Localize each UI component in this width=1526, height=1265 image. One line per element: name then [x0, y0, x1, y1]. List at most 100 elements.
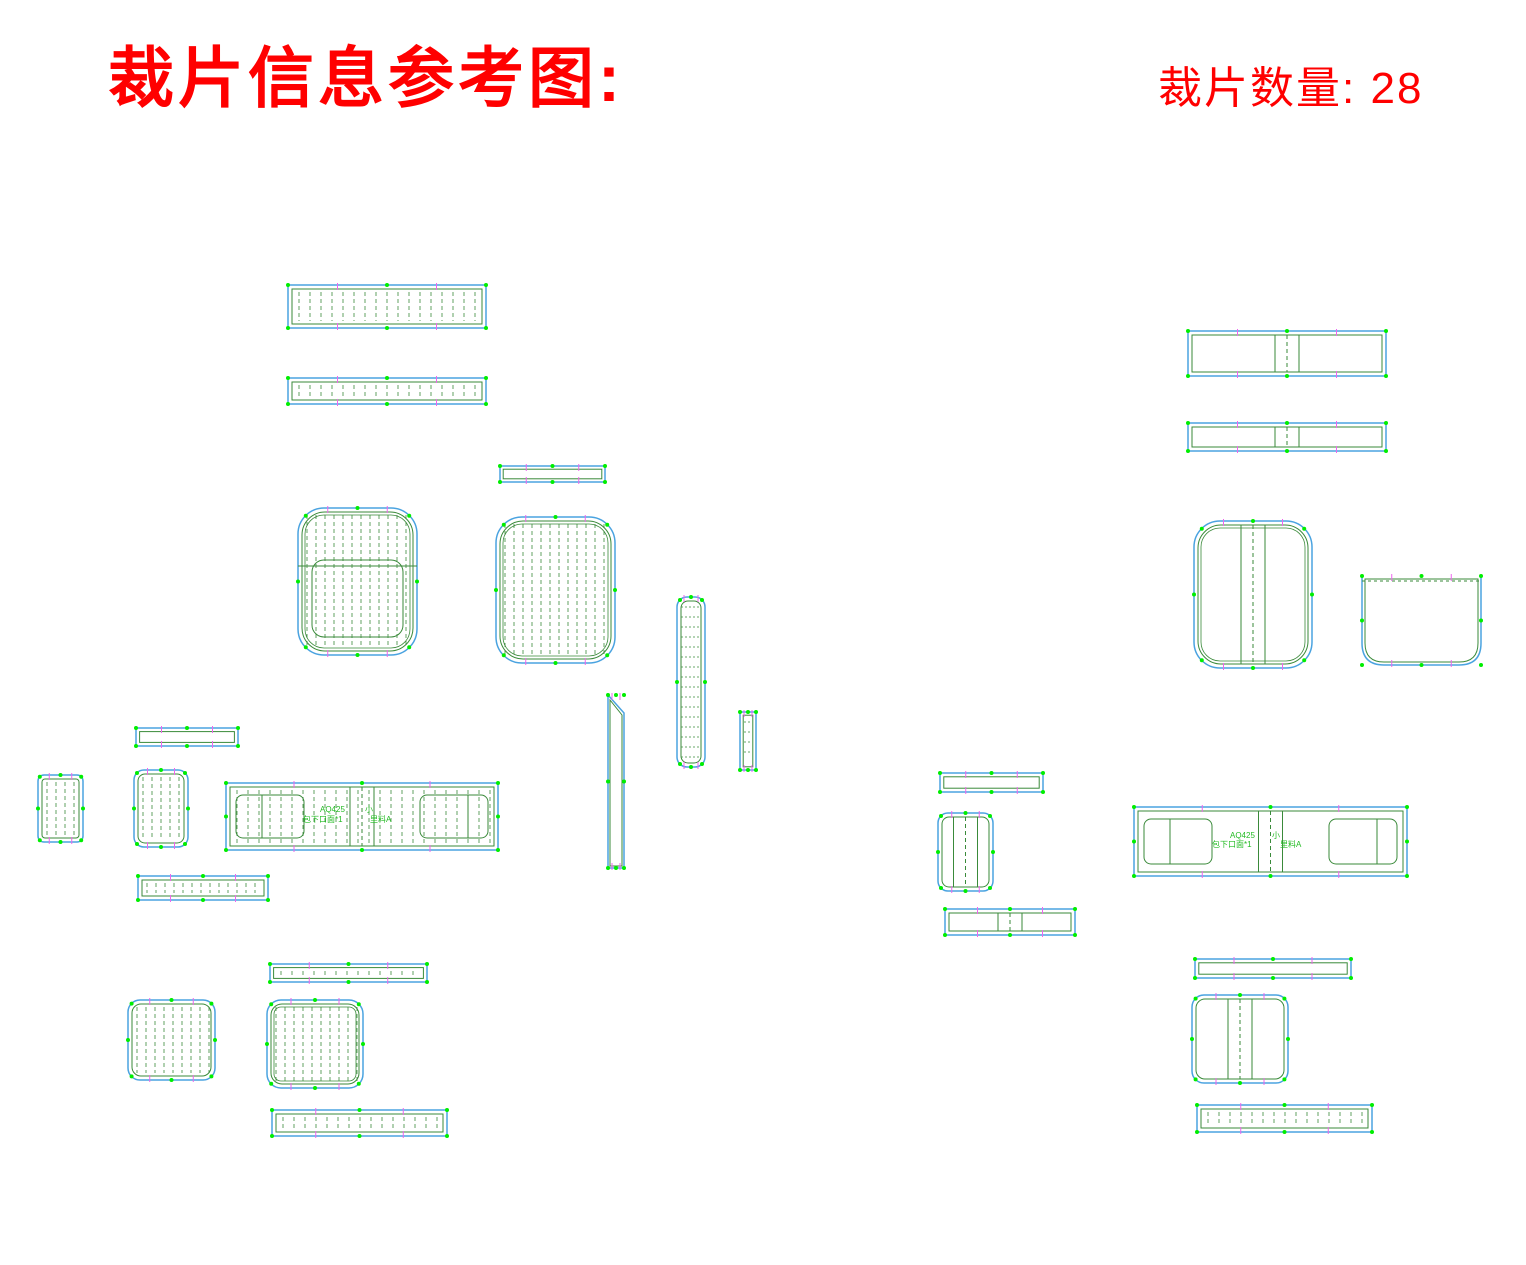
node-point	[136, 898, 140, 902]
node-point	[496, 781, 500, 785]
node-point	[224, 814, 228, 819]
node-point	[746, 768, 750, 772]
node-point	[236, 744, 240, 748]
node-point	[385, 283, 389, 287]
piece-count: 裁片数量: 28	[1158, 62, 1423, 116]
node-point	[622, 866, 626, 870]
node-point	[678, 762, 682, 766]
node-point	[498, 480, 502, 484]
node-point	[159, 845, 163, 849]
node-point	[134, 726, 138, 730]
cut-piece-18	[1186, 329, 1388, 378]
node-point	[303, 513, 308, 518]
node-point	[1132, 874, 1136, 878]
node-point	[360, 848, 364, 852]
node-point	[1384, 421, 1388, 425]
cut-piece-6	[675, 595, 707, 769]
piece-name: 包下口面*1	[303, 814, 343, 824]
node-point	[134, 744, 138, 748]
node-point	[425, 980, 429, 984]
node-point	[1041, 771, 1045, 775]
node-point	[1251, 519, 1255, 523]
node-point	[346, 962, 351, 966]
node-point	[445, 1108, 449, 1112]
inner-line	[273, 1006, 357, 1082]
node-point	[1190, 1037, 1194, 1041]
node-point	[385, 402, 389, 406]
node-point	[622, 779, 626, 784]
node-point	[484, 326, 488, 330]
node-point	[303, 645, 308, 650]
node-point	[989, 790, 994, 794]
node-point	[963, 889, 968, 893]
sew-line	[1198, 962, 1348, 975]
node-point	[1370, 1130, 1374, 1134]
node-point	[186, 806, 190, 811]
sew-line	[139, 731, 235, 743]
node-point	[700, 762, 704, 766]
node-point	[346, 980, 351, 984]
node-point	[1186, 421, 1190, 425]
node-point	[988, 814, 992, 818]
node-point	[1479, 574, 1483, 578]
sew-line	[1195, 998, 1285, 1080]
node-point	[58, 773, 63, 777]
cut-piece-2	[286, 376, 488, 406]
node-point	[1193, 1077, 1198, 1082]
node-point	[355, 506, 360, 510]
node-point	[614, 693, 618, 697]
node-point	[360, 781, 364, 785]
node-point	[1360, 618, 1364, 623]
node-point	[1405, 874, 1409, 878]
node-point	[357, 1134, 362, 1138]
piece-label-left: AQ425 包下口面*1 小 里料A	[303, 805, 392, 824]
node-point	[938, 790, 942, 794]
node-point	[224, 781, 228, 785]
node-point	[622, 693, 626, 697]
node-point	[1479, 663, 1483, 667]
node-point	[754, 768, 758, 772]
node-point	[484, 402, 488, 406]
node-point	[605, 653, 610, 658]
cut-piece-1	[286, 283, 488, 330]
node-point	[129, 1001, 134, 1006]
piece-size: 小	[365, 805, 373, 814]
sew-line	[275, 1113, 444, 1133]
cut-piece-22	[938, 771, 1045, 794]
node-point	[296, 579, 300, 584]
node-point	[269, 1002, 274, 1007]
node-point	[1360, 663, 1364, 667]
node-point	[484, 283, 488, 287]
node-point	[689, 765, 693, 769]
node-point	[603, 464, 607, 468]
node-point	[1419, 663, 1424, 667]
node-point	[270, 1134, 274, 1138]
node-point	[355, 653, 360, 657]
node-point	[943, 907, 947, 911]
node-point	[356, 1081, 361, 1086]
sew-line	[141, 879, 265, 897]
cut-piece-15	[126, 998, 217, 1082]
node-point	[550, 464, 555, 468]
cut-piece-24	[1132, 805, 1409, 878]
cut-line	[1361, 576, 1482, 666]
node-point	[939, 886, 943, 890]
sew-line	[273, 967, 424, 979]
node-point	[1349, 976, 1353, 980]
node-point	[361, 1042, 365, 1046]
cut-piece-27	[1190, 993, 1290, 1085]
node-point	[1238, 1081, 1242, 1085]
sew-line	[137, 773, 185, 844]
sew-line	[301, 511, 414, 652]
node-point	[1282, 1077, 1287, 1082]
node-point	[407, 513, 412, 518]
node-point	[136, 874, 140, 878]
node-point	[501, 653, 506, 658]
inner-box-left	[235, 794, 305, 839]
pocket-outline	[311, 559, 404, 638]
node-point	[183, 771, 187, 775]
node-point	[1008, 907, 1012, 911]
node-point	[1349, 957, 1353, 961]
node-point	[1268, 805, 1273, 809]
